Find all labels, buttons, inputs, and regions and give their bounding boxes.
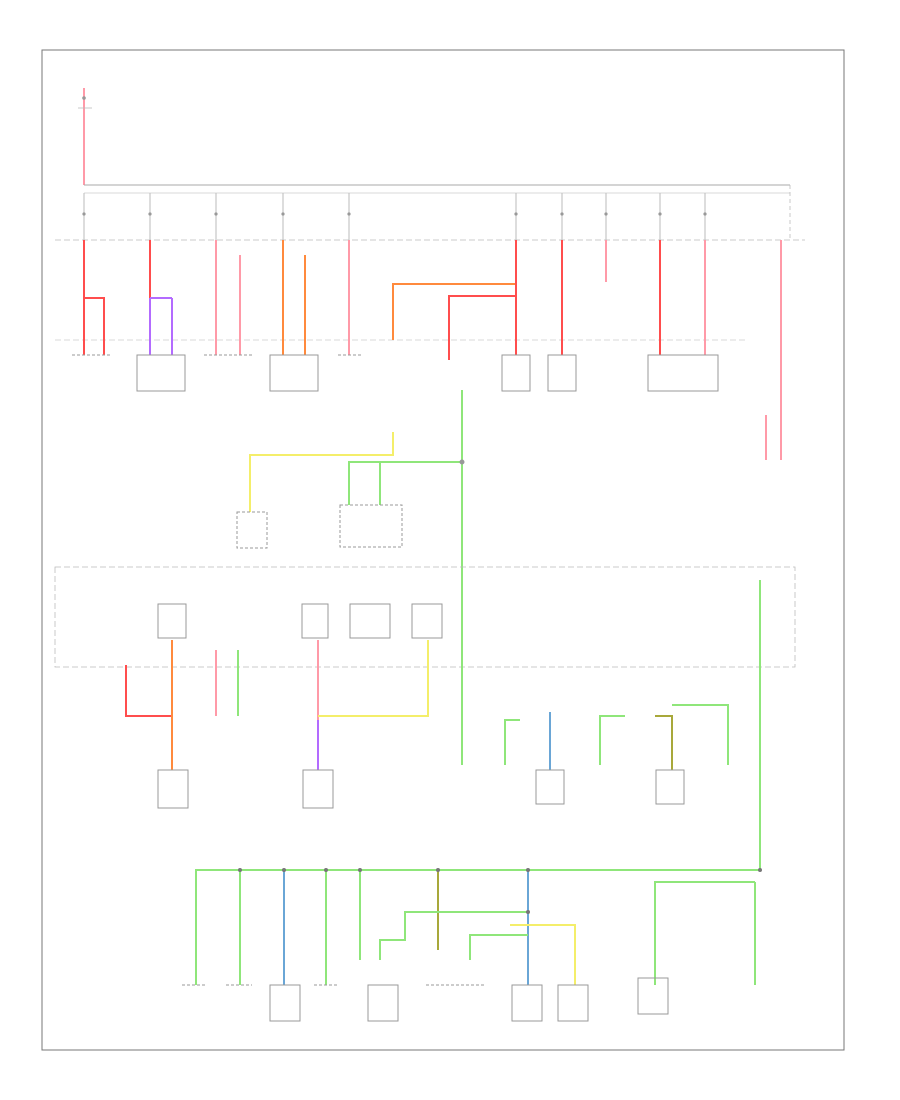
middle-wires [249, 390, 463, 665]
middle-components [236, 459, 465, 549]
top-row-wires [83, 240, 782, 460]
fuse-symbols [82, 212, 707, 216]
secondary-fuse-components [157, 603, 443, 639]
battery-feed [78, 88, 92, 185]
bottom-components [182, 977, 669, 1022]
splice-points [238, 868, 762, 914]
fuse-drops [83, 193, 706, 240]
lower-components [157, 769, 685, 809]
top-row-components [72, 354, 719, 392]
ground-bus [195, 869, 760, 985]
secondary-wires [125, 580, 761, 870]
secondary-fuse-box [54, 566, 796, 668]
diagram-frame [41, 49, 845, 1051]
